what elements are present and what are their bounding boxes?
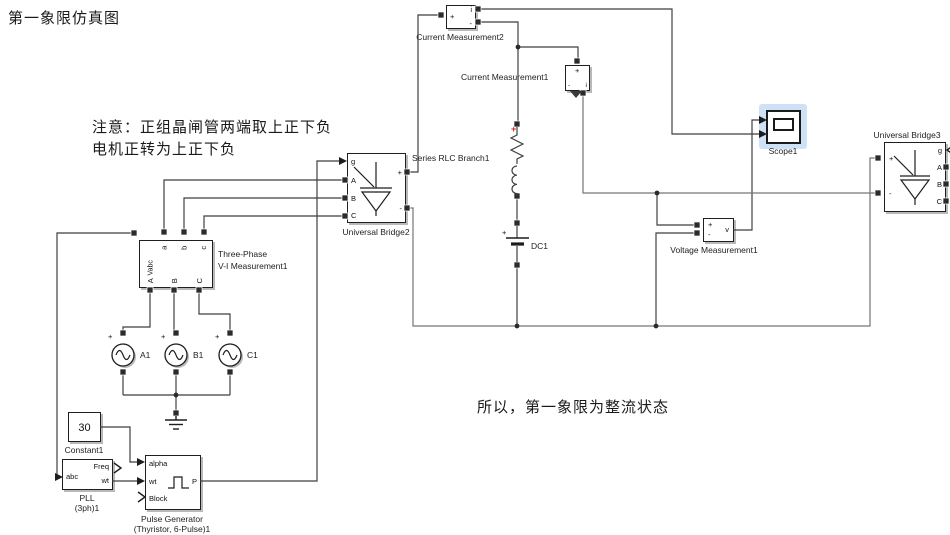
pg-p-port-label: P: [191, 477, 197, 486]
series-rlc-icon: [509, 127, 525, 196]
cm2-block-name: Current Measurement2: [416, 32, 504, 42]
rlc-block-name: Series RLC Branch1: [412, 153, 490, 163]
pg-block-name-line1: Pulse Generator: [141, 514, 203, 524]
pll-wt-port-label: wt: [101, 476, 110, 485]
pg-block-name-line2: (Thyristor, 6-Pulse)1: [133, 524, 211, 534]
vm1-plus-port-label: +: [708, 220, 713, 229]
block-universal-bridge2[interactable]: g A B C + -: [347, 153, 406, 223]
pg-alpha-port-label: alpha: [149, 459, 168, 468]
ub3-minus-port-label: -: [889, 189, 892, 198]
ub3-b-port-label: B: [936, 180, 942, 189]
annotation-note-line1: 注意：正组晶闸管两端取上正下负: [92, 119, 333, 136]
cm1-unconnected-port-arrow: [570, 91, 582, 98]
block-voltage-measurement1[interactable]: + - v: [703, 218, 734, 242]
block-three-phase-vi-measurement1[interactable]: Vabc a b c A B C: [139, 240, 213, 288]
block-current-measurement2[interactable]: + i -: [446, 5, 476, 29]
block-constant1[interactable]: 30: [68, 412, 101, 442]
a1-block-name: A1: [140, 350, 151, 360]
block-pulse-generator[interactable]: alpha wt Block P: [145, 455, 201, 510]
vim-A-port-label: A: [145, 277, 155, 283]
scope-screen-icon: [773, 118, 794, 131]
b1-block-name: B1: [193, 350, 204, 360]
cm1-plus-port-label: +: [575, 66, 580, 75]
vm1-minus-port-label: -: [708, 230, 711, 239]
ub2-minus-port-label: -: [399, 204, 403, 213]
ub2-b-port-label: B: [351, 194, 357, 203]
dc1-plus-label: +: [502, 228, 507, 237]
model-title: 第一象限仿真图: [8, 10, 121, 27]
vm1-block-name: Voltage Measurement1: [670, 245, 758, 255]
cm2-i-port-label: i: [470, 5, 472, 14]
ground-icon: [165, 416, 187, 430]
ub3-plus-port-label: +: [889, 154, 894, 163]
scope1-block-name: Scope1: [768, 146, 798, 156]
vm1-v-port-label: v: [725, 225, 729, 234]
vim-a-port-label: a: [159, 245, 169, 250]
ub3-block-name: Universal Bridge3: [873, 130, 941, 140]
unconnected-port-chevrons: [113, 146, 950, 503]
ub2-g-port-label: g: [351, 157, 356, 166]
annotation-conclusion: 所以，第一象限为整流状态: [477, 399, 670, 416]
ub3-a-port-label: A: [936, 163, 942, 172]
block-universal-bridge3[interactable]: + - g A B C: [884, 142, 946, 212]
cm1-minus-port-label: -: [568, 81, 571, 89]
ub2-block-name: Universal Bridge2: [342, 227, 410, 237]
pll-block-name-line1: PLL: [79, 493, 95, 503]
c1-plus-label: +: [215, 332, 220, 341]
port-squares: [119, 5, 950, 417]
pll-abc-port-label: abc: [66, 472, 79, 481]
pll-freq-port-label: Freq: [93, 462, 109, 471]
dc-source-icon: [506, 226, 529, 262]
junction-dots: [173, 44, 660, 398]
input-arrows: [55, 116, 767, 485]
vim-b-port-label: b: [179, 245, 189, 250]
block-scope1[interactable]: [766, 110, 801, 144]
constant1-value: 30: [78, 422, 91, 434]
block-pll-3ph1[interactable]: abc Freq wt: [62, 459, 113, 490]
dc1-block-name: DC1: [531, 241, 549, 251]
cm1-i-port-label: i: [585, 81, 587, 89]
cm2-minus-port-label: -: [469, 18, 473, 28]
annotation-note-line2: 电机正转为上正下负: [92, 141, 237, 158]
ub2-a-port-label: A: [351, 176, 357, 185]
pg-wt-port-label: wt: [149, 477, 157, 486]
vim-block-name-line2: V-I Measurement1: [218, 261, 288, 271]
cm2-plus-port-label: +: [450, 12, 455, 21]
a1-plus-label: +: [108, 332, 113, 341]
ac-source-icons: [111, 343, 243, 368]
pll-block-name-line2: (3ph)1: [74, 503, 100, 513]
vim-vabc-port-label: Vabc: [147, 260, 155, 276]
vim-c-port-label: c: [199, 245, 209, 250]
constant1-block-name: Constant1: [64, 445, 104, 455]
vim-B-port-label: B: [169, 277, 179, 283]
vim-block-name-line1: Three-Phase: [218, 249, 268, 259]
b1-plus-label: +: [161, 332, 166, 341]
ub3-g-port-label: g: [937, 146, 942, 155]
block-current-measurement1[interactable]: + - i: [565, 65, 590, 91]
cm1-block-name: Current Measurement1: [461, 72, 549, 82]
c1-block-name: C1: [247, 350, 258, 360]
rlc-polarity-mark: +: [511, 124, 517, 134]
pg-block-port-label: Block: [149, 494, 168, 503]
vim-C-port-label: C: [194, 277, 204, 283]
ub2-c-port-label: C: [351, 211, 357, 220]
ub3-c-port-label: C: [936, 197, 942, 206]
ub2-plus-port-label: +: [397, 168, 402, 177]
